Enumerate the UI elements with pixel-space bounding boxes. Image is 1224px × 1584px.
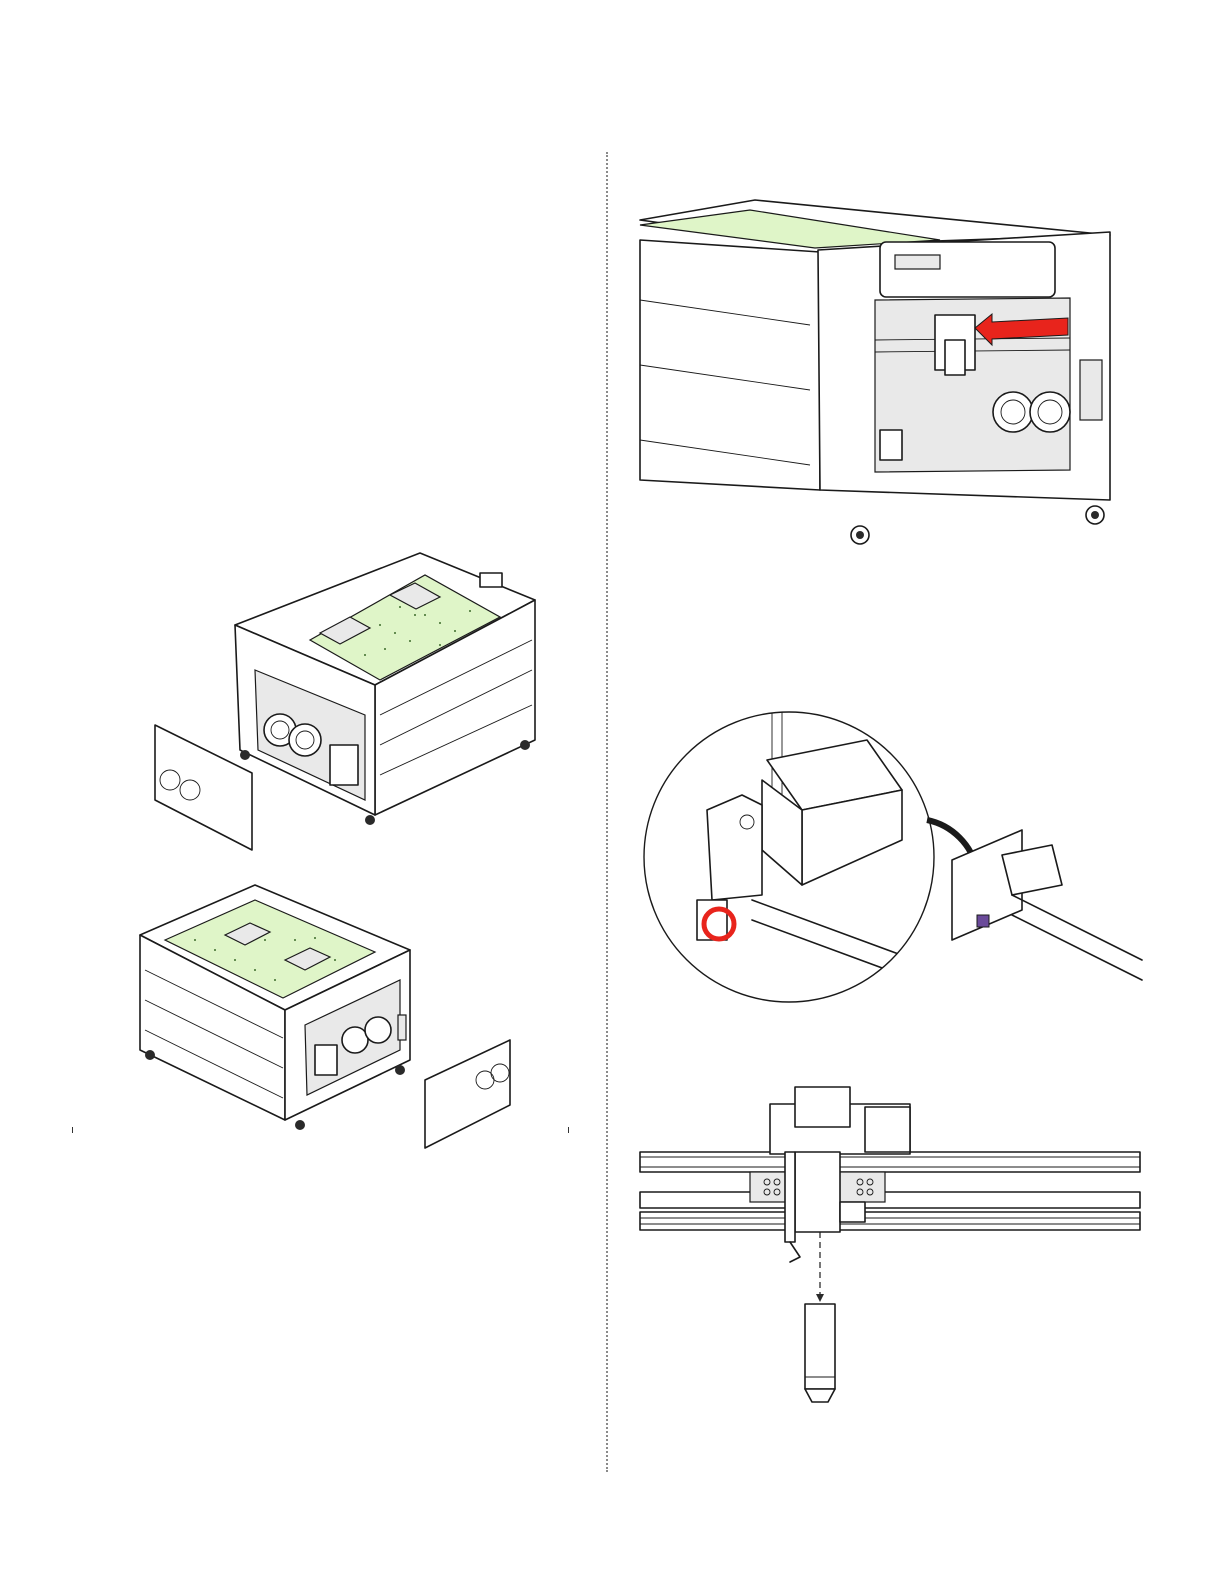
laser-machine-rear-panel-removed-illustration — [140, 545, 550, 855]
margin-mark-left — [72, 1127, 73, 1133]
laser-machine-side-panel-removed-illustration — [135, 880, 525, 1155]
carriage-detail-callout-illustration — [652, 710, 1142, 1010]
lens-tube-removal-illustration — [640, 1082, 1142, 1407]
column-divider — [606, 152, 608, 1472]
laser-carriage-arrow-illustration — [640, 190, 1120, 560]
margin-mark-right — [568, 1127, 569, 1133]
